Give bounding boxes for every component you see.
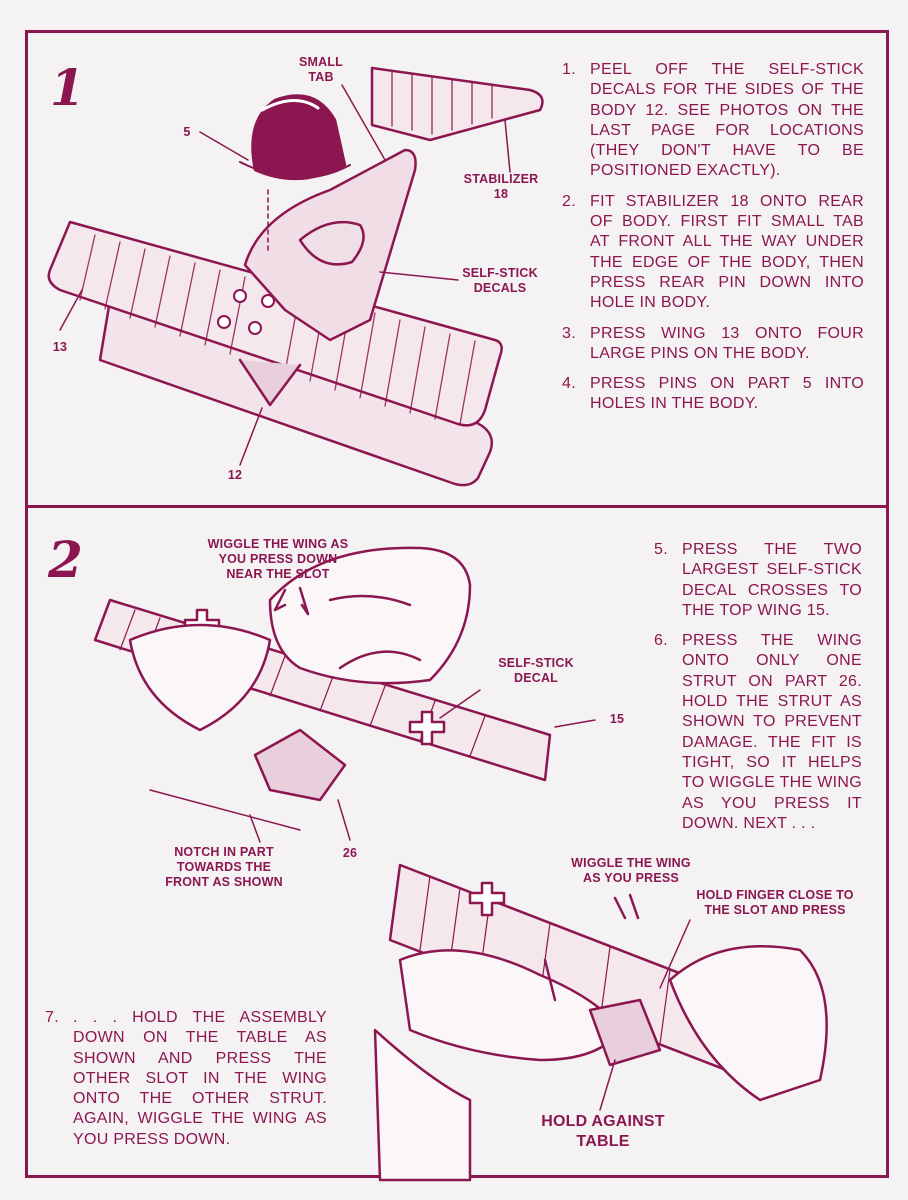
illustration-hold-table — [373, 863, 828, 1182]
callout-wing-13: 13 — [52, 340, 68, 354]
step-number-1: 1 — [50, 58, 85, 117]
callout-decals: SELF-STICK DECALS — [462, 266, 538, 295]
callout-wiggle-slot: WIGGLE THE WING AS YOU PRESS DOWN NEAR T… — [207, 537, 349, 581]
step-number-2: 2 — [48, 530, 83, 589]
instruction-item: 3.PRESS WING 13 ONTO FOUR LARGE PINS ON … — [562, 324, 864, 362]
instruction-item: 7.. . . HOLD THE ASSEMBLY DOWN ON THE TA… — [45, 1009, 327, 1148]
callout-stabilizer: STABILIZER 18 — [463, 172, 539, 201]
instructions-step-2: 5.PRESS THE TWO LARGEST SELF-STICK DECAL… — [654, 540, 862, 844]
callout-wiggle-press: WIGGLE THE WING AS YOU PRESS — [571, 856, 691, 885]
instruction-item: 6.PRESS THE WING ONTO ONLY ONE STRUT ON … — [654, 632, 862, 832]
callout-hold-table: HOLD AGAINST TABLE — [541, 1113, 665, 1150]
illustration-plane-assembly — [47, 66, 544, 487]
instruction-item: 4.PRESS PINS ON PART 5 INTO HOLES IN THE… — [562, 375, 864, 413]
callout-wing-15: 15 — [609, 712, 625, 726]
instruction-item: 5.PRESS THE TWO LARGEST SELF-STICK DECAL… — [654, 541, 862, 619]
callout-body-12: 12 — [227, 468, 243, 482]
instruction-item: 2.FIT STABILIZER 18 ONTO REAR OF BODY. F… — [562, 192, 864, 312]
instruction-item: 1.PEEL OFF THE SELF-STICK DECALS FOR THE… — [562, 61, 864, 180]
section-divider — [25, 505, 889, 508]
callout-part-5: 5 — [183, 125, 191, 139]
callout-notch: NOTCH IN PART TOWARDS THE FRONT AS SHOWN — [165, 845, 283, 889]
callout-strut-26: 26 — [342, 846, 358, 860]
callout-hold-finger: HOLD FINGER CLOSE TO THE SLOT AND PRESS — [696, 888, 854, 917]
instructions-step-1: 1.PEEL OFF THE SELF-STICK DECALS FOR THE… — [562, 60, 864, 425]
callout-small-tab: SMALL TAB — [298, 55, 344, 84]
illustration-wing-press — [93, 546, 596, 843]
callout-decal: SELF-STICK DECAL — [498, 656, 574, 685]
instructions-step-7: 7.. . . HOLD THE ASSEMBLY DOWN ON THE TA… — [45, 1008, 327, 1160]
